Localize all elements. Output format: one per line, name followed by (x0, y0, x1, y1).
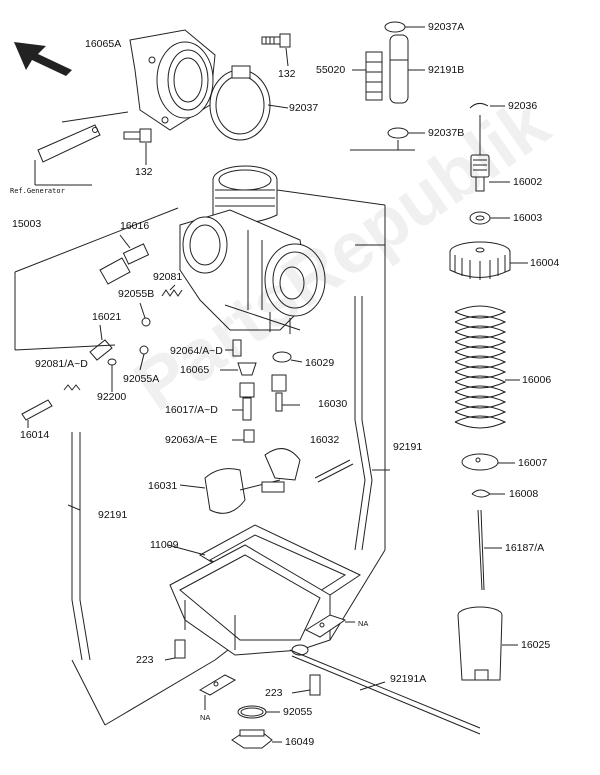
hose-92191-right (354, 296, 390, 551)
label-16025: 16025 (521, 639, 551, 651)
hose-92191-left (67, 432, 91, 661)
o-ring-92055 (237, 705, 280, 719)
reference-generator-plate (34, 111, 129, 186)
label-92055A: 92055A (123, 373, 160, 385)
label-16065A: 16065A (85, 38, 122, 50)
bracket-na-right (304, 614, 355, 638)
label-92200: 92200 (97, 391, 127, 403)
label-92037: 92037 (289, 102, 319, 114)
label-na-lower: NA (200, 713, 211, 722)
spring-92081A (63, 384, 81, 391)
label-16032: 16032 (310, 434, 340, 446)
label-92081AD: 92081/A~D (35, 358, 88, 370)
reference-arrow-icon (14, 42, 72, 76)
retainer-16007 (461, 453, 515, 471)
jet-16017 (232, 382, 255, 421)
label-92191B: 92191B (428, 64, 465, 76)
carburetor-body (179, 165, 386, 334)
label-132-lower: 132 (135, 166, 153, 178)
label-132-upper: 132 (278, 68, 296, 80)
o-ring-92055A (139, 345, 149, 371)
main-jet-16029 (272, 351, 303, 363)
jet-needle-16187 (477, 509, 502, 591)
jet-92063 (232, 429, 255, 443)
clamp-92037 (209, 65, 289, 141)
label-92036: 92036 (508, 100, 538, 112)
label-223-left: 223 (136, 654, 154, 666)
label-92081: 92081 (153, 271, 183, 283)
tube-92191B (389, 34, 425, 104)
hose-92191A (289, 649, 481, 735)
label-92191-left: 92191 (98, 509, 128, 521)
label-16014: 16014 (20, 429, 50, 441)
label-55020: 55020 (316, 64, 346, 76)
screw-223-bottom (291, 674, 321, 696)
clip-92037B (387, 127, 425, 150)
label-92037B: 92037B (428, 127, 465, 139)
needle-jet-92064 (225, 339, 242, 357)
needle-adjuster-16002 (470, 115, 510, 192)
bolt-132-lower (123, 128, 152, 165)
label-16007: 16007 (518, 457, 548, 469)
label-16030: 16030 (318, 398, 348, 410)
label-92063AE: 92063/A~E (165, 434, 218, 446)
label-na-right: NA (358, 619, 369, 628)
label-16008: 16008 (509, 488, 539, 500)
label-16187A: 16187/A (505, 542, 545, 554)
clip-16008 (471, 489, 505, 498)
screw-16014 (21, 399, 53, 428)
label-92037A: 92037A (428, 21, 465, 33)
label-92055B: 92055B (118, 288, 155, 300)
label-16006: 16006 (522, 374, 552, 386)
float-16031 (179, 448, 301, 514)
intake-manifold (129, 29, 216, 131)
label-16003: 16003 (513, 212, 543, 224)
nut-16003 (469, 211, 510, 225)
label-11009: 11009 (150, 539, 179, 551)
throttle-valve-16025 (457, 606, 518, 681)
pilot-screw-16016 (99, 234, 150, 285)
label-92064AD: 92064/A~D (170, 345, 223, 357)
screw-223-left (164, 639, 186, 661)
bolt-132-upper (261, 33, 291, 67)
label-16004: 16004 (530, 257, 560, 269)
clip-92037A (384, 21, 425, 33)
reference-label: Ref.Generator (10, 187, 65, 195)
pin-16032 (314, 459, 354, 483)
label-16017AD: 16017/A~D (165, 404, 218, 416)
bracket-na-lower (198, 674, 237, 710)
label-16031: 16031 (148, 480, 178, 492)
label-92055: 92055 (283, 706, 313, 718)
label-16049: 16049 (285, 736, 315, 748)
label-16021: 16021 (92, 311, 122, 323)
label-223-bottom: 223 (265, 687, 283, 699)
label-92191A: 92191A (390, 673, 427, 685)
label-16016: 16016 (120, 220, 150, 232)
label-15003: 15003 (12, 218, 42, 230)
spring-92081 (161, 284, 183, 297)
label-16002: 16002 (513, 176, 543, 188)
spring-16006 (454, 305, 520, 429)
label-16065: 16065 (180, 364, 210, 376)
label-92191-right: 92191 (393, 441, 423, 453)
o-ring-92055B (139, 302, 151, 327)
pilot-jet-16030 (271, 374, 300, 412)
washer-92200 (107, 358, 117, 392)
float-bowl-11009 (167, 524, 362, 656)
clip-92036 (469, 102, 505, 109)
cap-16004 (449, 241, 528, 280)
tube-55020 (352, 51, 383, 101)
drain-plug-16049 (231, 729, 282, 749)
label-16029: 16029 (305, 357, 335, 369)
screw-16021 (89, 324, 113, 361)
needle-jet-16065 (220, 362, 257, 376)
